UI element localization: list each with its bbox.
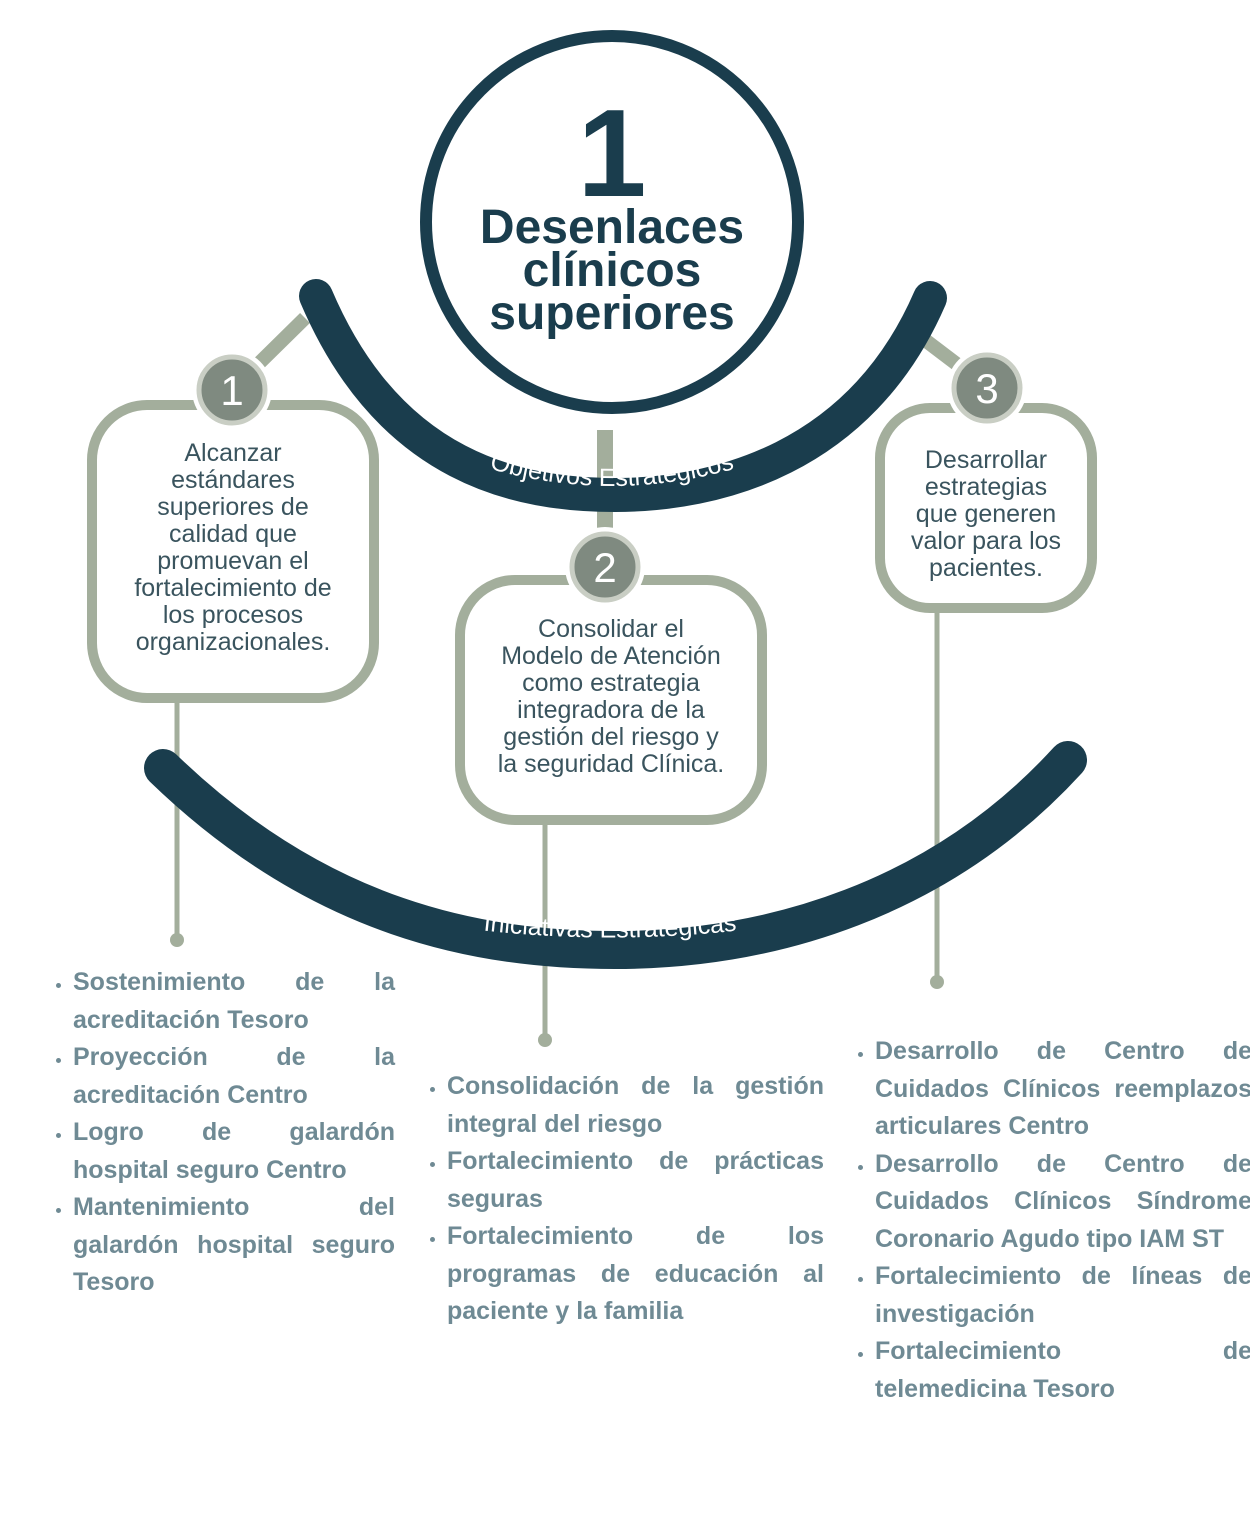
list-item: Fortalecimiento de telemedicina Tesoro — [875, 1333, 1250, 1408]
bottom-arc — [144, 741, 1087, 970]
badge-1 — [192, 350, 272, 430]
top-arc — [299, 279, 947, 513]
bottom-arc-label: Iniciativas Estratégicas — [482, 909, 737, 944]
objective-3-text: Desarrollar estrategias que generen valo… — [910, 446, 1062, 582]
badge-3 — [947, 348, 1027, 428]
badge-2 — [565, 527, 645, 607]
list-item: Sostenimiento de la acreditación Tesoro — [73, 964, 395, 1039]
list-item: Fortalecimiento de los programas de educ… — [447, 1218, 824, 1331]
stem-dot-right — [930, 975, 944, 989]
objective-1-text: Alcanzar estándares superiores de calida… — [134, 439, 332, 656]
stem-dot-left — [170, 933, 184, 947]
list-item: Logro de galardón hospital seguro Centro — [73, 1114, 395, 1189]
stem-dot-middle — [538, 1033, 552, 1047]
list-item: Fortalecimiento de líneas de investigaci… — [875, 1258, 1250, 1333]
objective-2-text: Consolidar el Modelo de Atención como es… — [497, 615, 725, 778]
badge-1-number: 1 — [220, 367, 244, 414]
badge-3-number: 3 — [975, 365, 999, 412]
list-item: Desarrollo de Centro de Cuidados Clínico… — [875, 1033, 1250, 1146]
list-item: Desarrollo de Centro de Cuidados Clínico… — [875, 1146, 1250, 1259]
initiatives-left-list: Sostenimiento de la acreditación Tesoro … — [45, 964, 395, 1302]
list-item: Consolidación de la gestión integral del… — [447, 1068, 824, 1143]
initiatives-right-list: Desarrollo de Centro de Cuidados Clínico… — [847, 1033, 1250, 1408]
list-item: Proyección de la acreditación Centro — [73, 1039, 395, 1114]
center-title: Desenlaces clínicos superiores — [479, 201, 745, 340]
center-number: 1 — [577, 85, 647, 223]
list-item: Fortalecimiento de prácticas seguras — [447, 1143, 824, 1218]
center-circle — [420, 30, 804, 414]
list-item: Mantenimiento del galardón hospital segu… — [73, 1189, 395, 1302]
badge-2-number: 2 — [593, 544, 617, 591]
initiatives-middle-list: Consolidación de la gestión integral del… — [419, 1068, 824, 1331]
